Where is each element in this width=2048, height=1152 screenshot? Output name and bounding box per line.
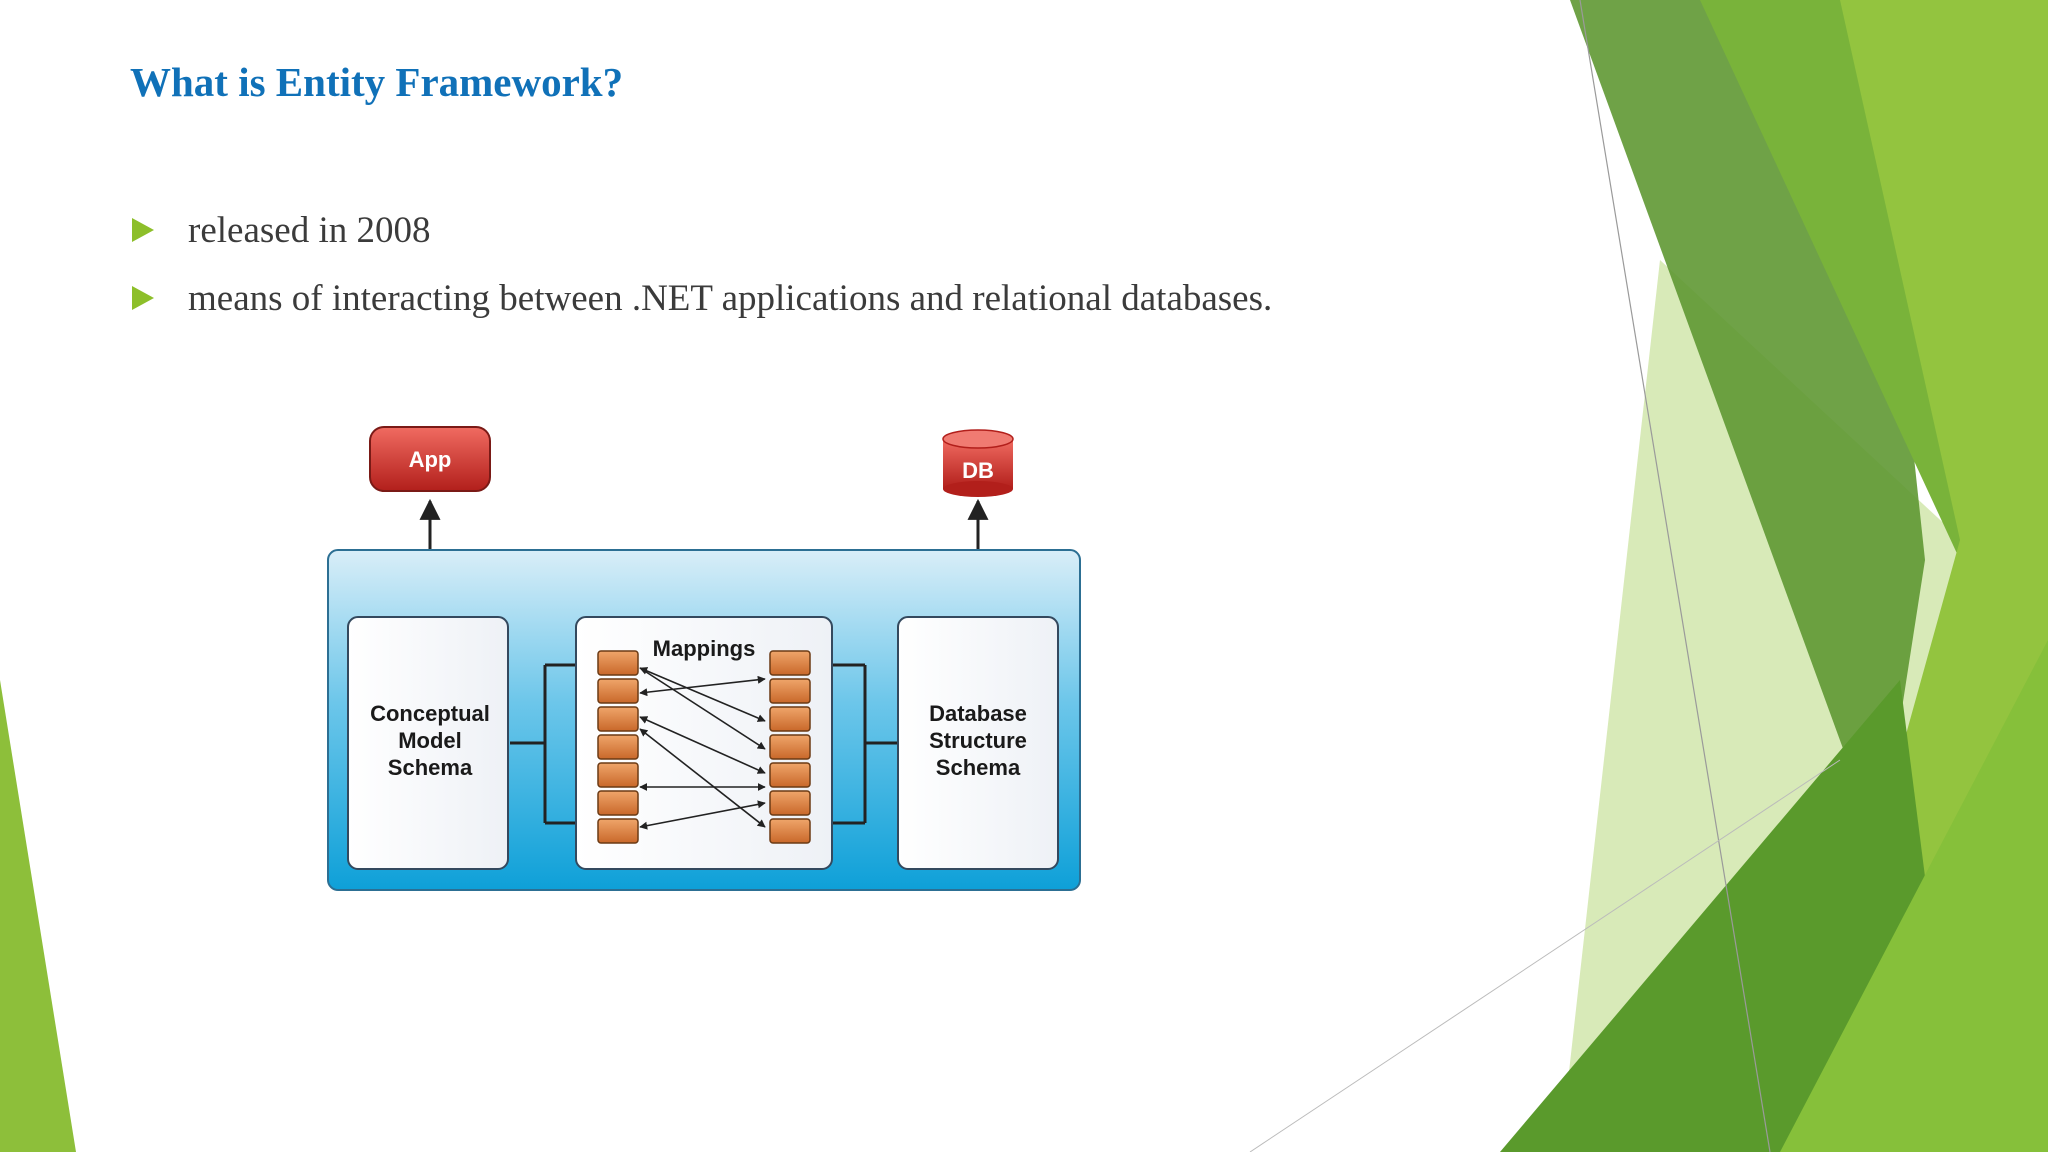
conceptual-line-1: Conceptual (370, 701, 490, 726)
slide-title: What is Entity Framework? (130, 59, 624, 105)
bullet-item: means of interacting between .NET applic… (130, 264, 1272, 332)
bullet-list: released in 2008 means of interacting be… (130, 196, 1272, 332)
mapping-cell (597, 650, 639, 676)
app-label: App (409, 447, 452, 472)
app-box: App (369, 426, 491, 492)
db-label: DB (962, 458, 994, 483)
database-line-1: Database (929, 701, 1027, 726)
mapping-cell (769, 734, 811, 760)
mapping-cell (769, 706, 811, 732)
bullet-text: released in 2008 (188, 209, 431, 251)
mapping-arrow (639, 800, 766, 830)
database-line-3: Schema (936, 755, 1021, 780)
bullet-text: means of interacting between .NET applic… (188, 277, 1273, 319)
left-green-sliver (0, 680, 76, 1152)
mapping-arrows (639, 667, 766, 830)
mapping-cell (769, 650, 811, 676)
conceptual-line-2: Model (398, 728, 462, 753)
mapping-cell (597, 706, 639, 732)
mapping-arrow (639, 675, 766, 697)
thin-line-1 (1579, 0, 1771, 1152)
database-line-2: Structure (929, 728, 1027, 753)
right-connector (832, 663, 898, 825)
mapping-cell (597, 762, 639, 788)
right-mapping-column (769, 650, 811, 844)
mapping-cell (769, 762, 811, 788)
bullet-item: released in 2008 (130, 196, 1272, 264)
thin-line-2 (1249, 759, 1841, 1152)
mapping-cell (597, 818, 639, 844)
entity-framework-diagram: App DB Conceptual Model Schema Database … (327, 426, 1081, 891)
mappings-title: Mappings (653, 636, 756, 661)
mapping-cell (769, 818, 811, 844)
mapping-cell (597, 734, 639, 760)
mapping-cell (597, 678, 639, 704)
left-mapping-column (597, 650, 639, 844)
right-bottom-facet (1780, 640, 2048, 1152)
mappings-box: Mappings (575, 616, 833, 870)
mapping-cell (769, 790, 811, 816)
conceptual-line-3: Schema (388, 755, 473, 780)
left-connector (510, 663, 578, 825)
mapping-cell (769, 678, 811, 704)
bullet-arrow-icon (132, 218, 154, 242)
db-cylinder: DB (942, 429, 1014, 497)
mapping-cell (597, 790, 639, 816)
database-structure-box: Database Structure Schema (897, 616, 1059, 870)
conceptual-model-box: Conceptual Model Schema (347, 616, 509, 870)
bullet-arrow-icon (132, 286, 154, 310)
